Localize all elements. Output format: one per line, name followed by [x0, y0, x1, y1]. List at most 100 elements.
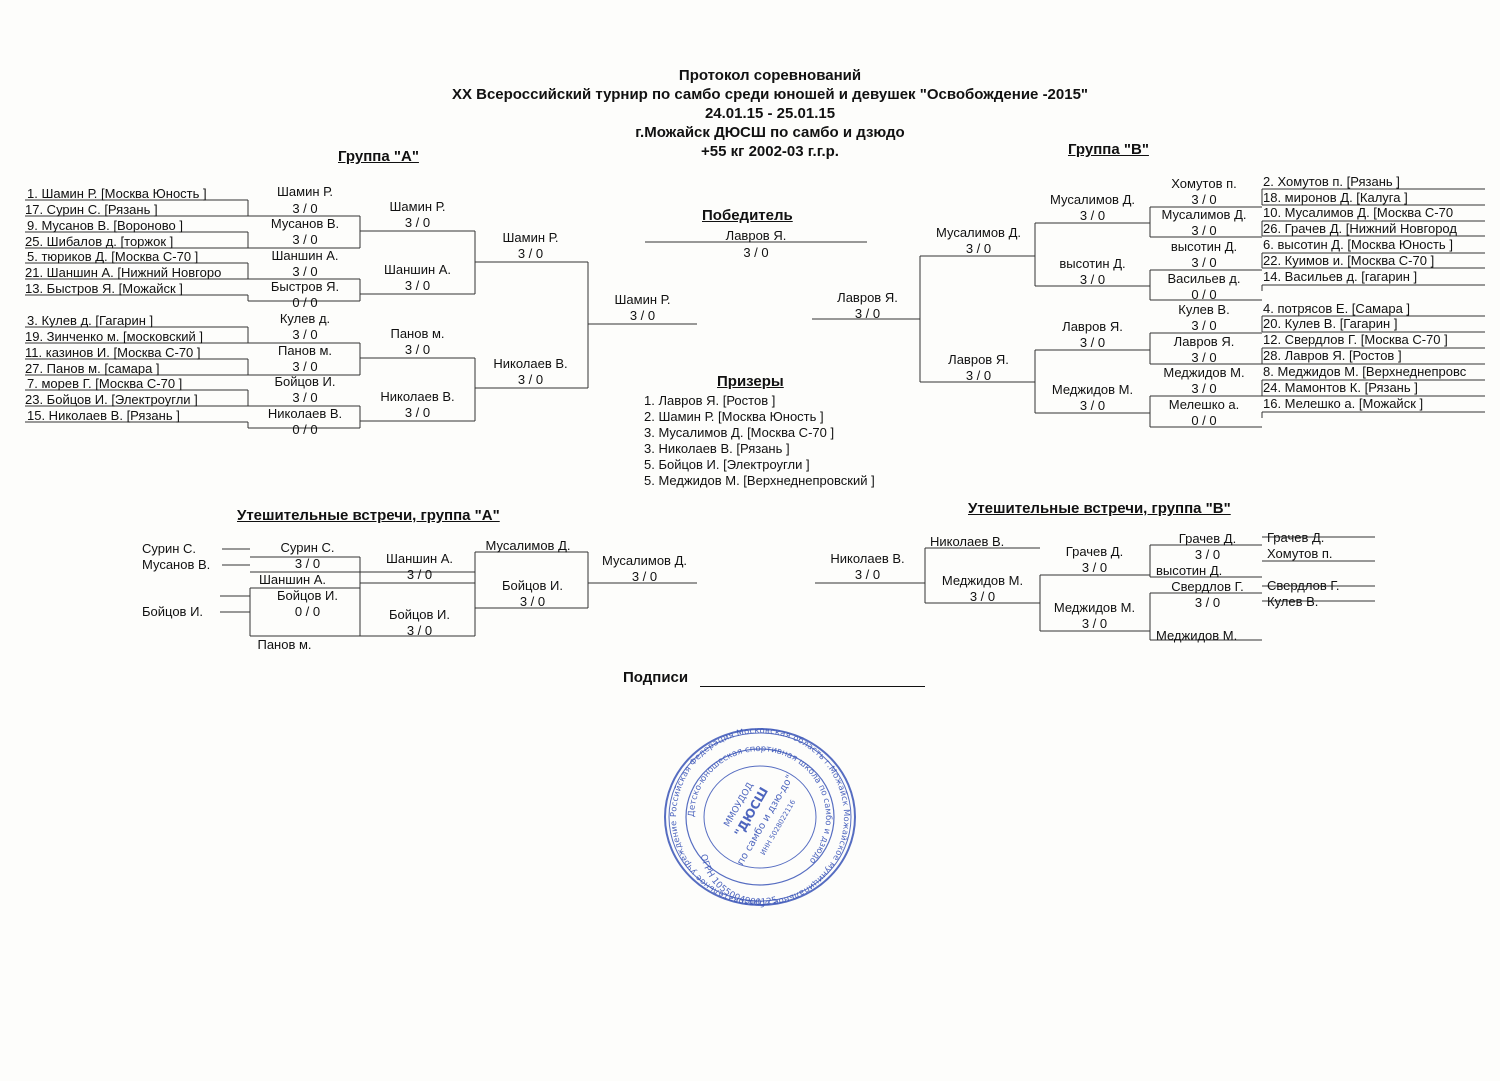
header-line-4: г.Можайск ДЮСШ по самбо и дзюдо	[635, 124, 905, 141]
match-score: 3 / 0	[1079, 335, 1106, 350]
entrant: 15. Николаев В. [Рязань ]	[27, 408, 180, 423]
match-score: 3 / 0	[1081, 616, 1108, 631]
entrant: 17. Сурин С. [Рязань ]	[25, 202, 158, 217]
match-score: 3 / 0	[292, 264, 318, 279]
cons-entrant: высотин Д.	[1156, 563, 1223, 578]
cons-entrant: Меджидов М.	[1156, 628, 1238, 643]
match-score: 3 / 0	[965, 241, 992, 256]
match-score: 3 / 0	[292, 359, 318, 374]
match-winner: высотин Д.	[1059, 256, 1126, 271]
entrant: 4. потрясов Е. [Самара ]	[1263, 301, 1411, 316]
match-winner: Сурин С.	[280, 540, 335, 555]
match-winner: Мусалимов Д.	[601, 553, 687, 568]
group-b-final-score: 3 / 0	[854, 306, 881, 321]
signature-line	[700, 686, 925, 687]
match-winner: Васильев д.	[1167, 271, 1241, 286]
match-winner: Шамин Р.	[389, 199, 446, 214]
match-winner: Шаншин А.	[383, 262, 452, 277]
match-score: 3 / 0	[292, 390, 318, 405]
cons-entrant: Грачев Д.	[1267, 530, 1325, 545]
prize-item: 3. Мусалимов Д. [Москва С-70 ]	[644, 425, 835, 440]
entrant: 11. казинов И. [Москва С-70 ]	[25, 345, 201, 360]
match-winner: Кулев д.	[279, 311, 331, 326]
cons-entrant: Мусанов В.	[142, 557, 211, 572]
cons-entrant: Панов м.	[257, 637, 312, 652]
entrant: 12. Свердлов Г. [Москва С-70 ]	[1263, 332, 1448, 347]
group-a-final-score: 3 / 0	[629, 308, 656, 323]
match-winner: Бойцов И.	[276, 588, 339, 603]
match-winner: Грачев Д.	[1178, 531, 1237, 546]
match-score: 3 / 0	[406, 623, 433, 638]
prizes-title: Призеры	[717, 373, 784, 390]
entrant: 8. Меджидов М. [Верхнеднепровс	[1263, 364, 1467, 379]
match-score: 3 / 0	[969, 589, 996, 604]
entrant: 1. Шамин Р. [Москва Юность ]	[27, 186, 207, 201]
match-winner: Лавров Я.	[1062, 319, 1123, 334]
match-score: 3 / 0	[1079, 208, 1106, 223]
match-score: 0 / 0	[1191, 287, 1217, 302]
prize-item: 1. Лавров Я. [Ростов ]	[644, 393, 776, 408]
match-score: 3 / 0	[1081, 560, 1108, 575]
match-score: 3 / 0	[517, 372, 544, 387]
cons-entrant: Шаншин А.	[258, 572, 327, 587]
signature-label: Подписи	[623, 669, 689, 686]
match-score: 3 / 0	[292, 327, 318, 342]
match-score: 3 / 0	[1191, 223, 1217, 238]
entrant: 28. Лавров Я. [Ростов ]	[1263, 348, 1402, 363]
cons-entrant: Хомутов п.	[1267, 546, 1333, 561]
group-b-final-winner: Лавров Я.	[837, 290, 898, 305]
entrant: 14. Васильев д. [гагарин ]	[1263, 269, 1418, 284]
document-header: Протокол соревнований XX Всероссийский т…	[300, 66, 1240, 161]
match-winner: Бойцов И.	[388, 607, 451, 622]
match-winner: Меджидов М.	[1051, 382, 1134, 397]
entrant: 23. Бойцов И. [Электроугли ]	[25, 392, 198, 407]
match-winner: Шамин Р.	[502, 230, 559, 245]
prize-item: 5. Меджидов М. [Верхнеднепровский ]	[644, 473, 875, 488]
match-winner: Свердлов Г.	[1171, 579, 1244, 594]
cons-entrant: Кулев В.	[1267, 594, 1319, 609]
match-winner: Шамин Р.	[277, 184, 333, 199]
match-score: 3 / 0	[1191, 350, 1217, 365]
match-score: 3 / 0	[965, 368, 992, 383]
match-score: 3 / 0	[404, 342, 431, 357]
entrant: 27. Панов м. [самара ]	[25, 361, 160, 376]
match-score: 0 / 0	[294, 604, 321, 619]
match-winner: Лавров Я.	[948, 352, 1009, 367]
match-winner: Меджидов М.	[1163, 365, 1245, 380]
match-winner: Грачев Д.	[1065, 544, 1124, 559]
group-b-title: Группа "В"	[1068, 141, 1149, 158]
entrant: 13. Быстров Я. [Можайск ]	[25, 281, 183, 296]
match-winner: Бойцов И.	[501, 578, 564, 593]
match-winner: Хомутов п.	[1171, 176, 1237, 191]
entrant: 3. Кулев д. [Гагарин ]	[27, 313, 154, 328]
official-stamp: Российская Федерация Московская область …	[657, 717, 860, 910]
entrant: 2. Хомутов п. [Рязань ]	[1263, 174, 1400, 189]
header-line-1: Протокол соревнований	[678, 67, 862, 84]
match-winner: Меджидов М.	[941, 573, 1024, 588]
header-line-2: XX Всероссийский турнир по самбо среди ю…	[451, 86, 1089, 103]
match-winner: Меджидов М.	[1053, 600, 1136, 615]
match-score: 3 / 0	[1191, 381, 1217, 396]
match-score: 0 / 0	[1191, 413, 1217, 428]
match-winner: Лавров Я.	[1173, 334, 1235, 349]
match-winner: Николаев В.	[830, 551, 905, 566]
match-winner: Николаев В.	[493, 356, 568, 371]
match-score: 3 / 0	[1191, 255, 1217, 270]
consolation-b-title: Утешительные встречи, группа "В"	[968, 500, 1231, 517]
match-score: 0 / 0	[292, 422, 318, 437]
match-winner: Панов м.	[277, 343, 333, 358]
entrant: 20. Кулев В. [Гагарин ]	[1263, 316, 1398, 331]
match-score: 3 / 0	[1191, 192, 1217, 207]
cons-entrant: Мусалимов Д.	[485, 538, 571, 553]
match-winner: Мелешко а.	[1168, 397, 1240, 412]
match-score: 3 / 0	[404, 405, 431, 420]
match-score: 3 / 0	[631, 569, 658, 584]
match-winner: Кулев В.	[1178, 302, 1230, 317]
match-winner: Мусалимов Д.	[1161, 207, 1247, 222]
match-winner: Шаншин А.	[271, 248, 339, 263]
cons-entrant: Николаев В.	[930, 534, 1005, 549]
group-a-title: Группа "А"	[338, 148, 419, 165]
match-score: 3 / 0	[406, 567, 433, 582]
prize-item: 3. Николаев В. [Рязань ]	[644, 441, 790, 456]
match-score: 3 / 0	[1079, 398, 1106, 413]
